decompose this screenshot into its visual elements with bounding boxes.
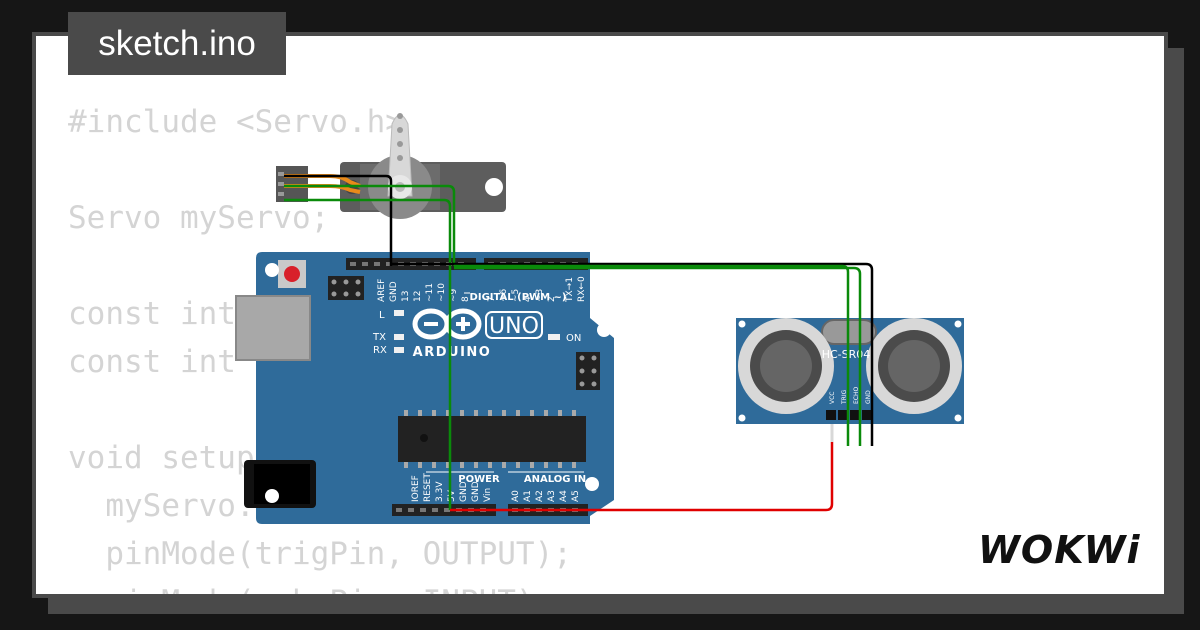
code-line: myServo. — [68, 488, 255, 524]
pin-label: GND — [471, 481, 481, 502]
wires — [284, 174, 874, 512]
pin-label: 3.3V — [435, 481, 445, 502]
pin-label: 2 — [547, 296, 557, 302]
hc-sr04-sensor[interactable]: HC-SR04 VCC TRIG ECHO GND — [736, 318, 964, 424]
analog-label: ANALOG IN — [524, 474, 586, 485]
sensor-label: HC-SR04 — [822, 348, 871, 361]
pin-label: RESET — [423, 473, 433, 502]
pin-label: A4 — [559, 490, 569, 502]
transducer-right-icon — [866, 318, 962, 414]
pin-label: A2 — [535, 490, 545, 502]
pin-label: TRIG — [841, 389, 848, 405]
code-line: pinMode(echoPin, INPUT); — [68, 578, 572, 594]
led-l — [394, 310, 404, 316]
pin-label: 7 — [487, 296, 497, 302]
pin-label: 13 — [401, 291, 411, 302]
pin-label: A1 — [523, 490, 533, 502]
led-rx-label: RX — [373, 345, 387, 356]
pin-label: GND — [389, 281, 399, 302]
pin-label: 5V — [447, 489, 457, 502]
brand-label: ARDUINO — [413, 345, 492, 360]
pin-label: AREF — [377, 279, 387, 302]
pin-label: ~10 — [437, 283, 447, 302]
pin-label: ~5 — [511, 289, 521, 302]
code-line: void setup — [68, 440, 255, 476]
code-line: pinMode(trigPin, OUTPUT); — [68, 536, 572, 572]
pin-label: 12 — [413, 291, 423, 302]
digital-pin-labels: AREF GND 13 12 ~11 ~10 ~9 8 7 ~6 ~5 4 ~3… — [377, 276, 587, 303]
led-tx — [394, 334, 404, 340]
pin-label: ~6 — [499, 288, 509, 302]
arduino-uno-board[interactable]: AREF GND 13 12 ~11 ~10 ~9 8 7 ~6 ~5 4 ~3… — [235, 252, 614, 524]
pin-label: ECHO — [853, 387, 860, 404]
power-label: POWER — [458, 474, 500, 485]
arduino-infinity-icon — [412, 308, 482, 340]
pin-label: RX←0 — [577, 276, 587, 302]
pin-label: VCC — [829, 392, 836, 404]
code-line: #include <Servo.h> — [68, 104, 404, 140]
pin-label: A0 — [511, 490, 521, 502]
pin-label: GND — [865, 390, 872, 404]
pin-label: A3 — [547, 490, 557, 502]
code-line: Servo myServo; — [68, 200, 330, 236]
atmega-chip — [398, 416, 586, 462]
led-tx-label: TX — [372, 332, 386, 343]
pin-label: A5 — [571, 490, 581, 502]
led-on — [548, 334, 560, 340]
power-pin-labels: IOREF RESET 3.3V 5V GND GND Vin — [411, 473, 493, 502]
pin-label: Vin — [483, 488, 493, 502]
sensor-pin-labels: VCC TRIG ECHO GND — [829, 387, 872, 405]
model-label: UNO — [489, 314, 539, 339]
pin-label: GND — [459, 481, 469, 502]
usb-port — [236, 296, 310, 360]
transducer-left-icon — [738, 318, 834, 414]
analog-pin-labels: A0 A1 A2 A3 A4 A5 — [511, 490, 581, 502]
led-rx — [394, 347, 404, 353]
pin-label: ~11 — [425, 283, 435, 302]
code-background: #include <Servo.h> Servo myServo; const in… — [68, 98, 572, 594]
file-tab[interactable]: sketch.ino — [68, 12, 286, 75]
pin-label: 8 — [461, 296, 471, 302]
pin-label: ~9 — [449, 288, 459, 302]
pin-label: TX→1 — [565, 277, 575, 303]
preview-card: #include <Servo.h> Servo myServo; const in… — [32, 32, 1168, 598]
led-on-label: ON — [566, 333, 581, 344]
wokwi-logo: WOKWi — [978, 528, 1141, 572]
led-l-label: L — [379, 310, 385, 321]
code-line: const int — [68, 296, 236, 332]
pin-label: ~3 — [535, 289, 545, 302]
pin-label: IOREF — [411, 475, 421, 502]
pin-label: 4 — [523, 296, 533, 302]
code-line: const int — [68, 344, 236, 380]
digital-label: DIGITAL (PWM ~) — [470, 292, 567, 303]
